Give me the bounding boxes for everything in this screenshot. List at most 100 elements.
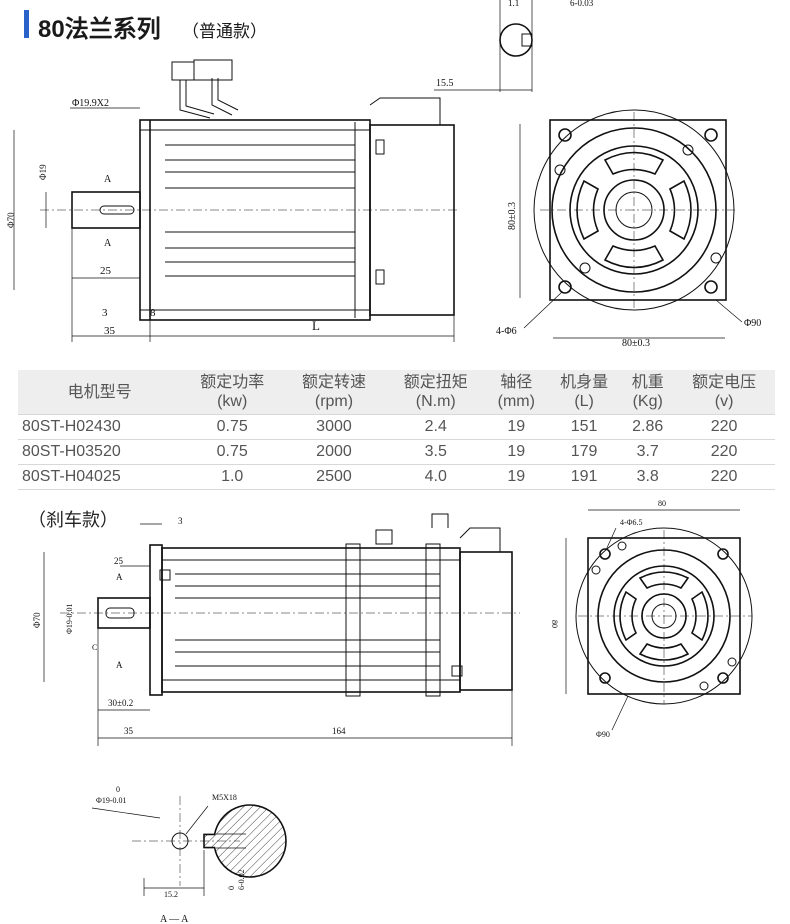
label-holes: 4-Φ6: [496, 326, 517, 337]
vent-slot: [603, 244, 665, 269]
cell-shaft: 19: [486, 439, 546, 465]
cell-model: 80ST-H02430: [18, 414, 182, 440]
brake-mount-hole: [599, 672, 611, 684]
label-square-bottom: 80±0.3: [622, 338, 650, 349]
title-accent-bar: [24, 10, 29, 38]
brake-band: [345, 543, 361, 697]
brake-clip: [159, 569, 171, 581]
mount-hole: [558, 128, 572, 142]
vent-slot: [603, 151, 665, 176]
screw-hole: [579, 262, 591, 274]
label-brake-pilot: Φ70: [32, 612, 42, 628]
cable-leads: [179, 78, 239, 119]
encoder-cap: [369, 97, 441, 125]
brake-mount-hole: [599, 548, 611, 560]
label-pilot-dia: Φ70: [6, 212, 16, 228]
cell-torque: 3.5: [384, 439, 487, 465]
col-torque: 额定扭矩(N.m): [384, 370, 487, 415]
brake-mount-hole: [717, 672, 729, 684]
brake-screw-hole: [591, 565, 601, 575]
cell-shaft: 19: [486, 464, 546, 490]
cell-weight: 2.86: [622, 414, 674, 440]
cell-power: 0.75: [181, 414, 284, 440]
brake-vent-slot: [619, 590, 638, 642]
label-brake-chamfer: C: [92, 643, 97, 652]
label-brake-section-a: A: [116, 660, 123, 670]
leader: [185, 805, 209, 835]
shaft: [71, 191, 141, 229]
label-flange-thk: 3: [102, 307, 108, 319]
label-step: 8: [150, 307, 156, 319]
label-section-caption: A — A: [160, 914, 189, 924]
label-key-w: 1.1: [508, 0, 519, 8]
table-header-row: 电机型号 额定功率(kw) 额定转速(rpm) 额定扭矩(N.m) 轴径(mm)…: [18, 370, 775, 415]
encoder-connector: [193, 59, 233, 81]
leader: [91, 807, 161, 819]
label-square: 80±0.3: [507, 202, 518, 230]
encoder-clip: [375, 139, 385, 155]
label-section-a: A: [104, 238, 112, 249]
brake-section-title: （刹车款）: [28, 510, 118, 530]
cell-torque: 4.0: [384, 464, 487, 490]
cell-length: 179: [545, 439, 623, 465]
screw-hole: [682, 144, 694, 156]
label-section-dia: Φ19-0.01: [96, 796, 127, 805]
page-title: 80法兰系列: [38, 16, 161, 43]
label-brake-shaft: Φ19-0.01: [65, 603, 74, 634]
label-overall: 35: [104, 325, 116, 337]
leader: [523, 291, 563, 329]
cell-torque: 2.4: [384, 414, 487, 440]
label-brake-flange-thk: 3: [178, 516, 183, 526]
page-subtitle: （普通款）: [182, 22, 267, 41]
leader: [605, 527, 617, 551]
col-power: 额定功率(kw): [181, 370, 284, 415]
label-brake-holes: 4-Φ6.5: [620, 518, 643, 527]
brake-encoder: [459, 551, 513, 691]
brake-side-view: 3 25 A A Φ70 Φ19-0.01 C 30±0.2 35 164: [32, 513, 520, 746]
brake-clip: [451, 665, 463, 677]
label-key-w2: 6-0.03: [570, 0, 594, 8]
brake-screw-hole: [617, 541, 627, 551]
brake-encoder-cap: [459, 527, 501, 552]
label-brake-shaft-len: 25: [114, 556, 124, 566]
brake-connector: [431, 513, 449, 528]
brake-screw-hole: [727, 657, 737, 667]
label-brake-overall: 35: [124, 726, 134, 736]
cell-speed: 2500: [283, 464, 385, 490]
col-voltage: 额定电压(v): [673, 370, 775, 415]
col-speed: 额定转速(rpm): [283, 370, 385, 415]
label-pcd: Φ90: [744, 318, 761, 329]
label-section-key-top: 0: [227, 886, 236, 890]
cell-model: 80ST-H03520: [18, 439, 182, 465]
label-brake-pcd: Φ90: [596, 730, 610, 739]
label-section-dia-top: 0: [116, 785, 120, 794]
label-brake-square-side: 80: [550, 620, 559, 628]
cell-weight: 3.7: [622, 439, 674, 465]
cell-shaft: 19: [486, 414, 546, 440]
label-brake-key-len: 30±0.2: [108, 698, 133, 708]
col-length: 机身量(L): [545, 370, 623, 415]
screw-hole: [710, 252, 722, 264]
cell-voltage: 220: [673, 414, 775, 440]
brake-band: [425, 543, 441, 697]
col-weight: 机重(Kg): [622, 370, 674, 415]
label-key-depth: 15.5: [436, 78, 454, 89]
mount-hole: [704, 128, 718, 142]
cell-speed: 2000: [283, 439, 385, 465]
label-section-depth: 15.2: [164, 890, 178, 899]
cell-length: 191: [545, 464, 623, 490]
label-brake-section-a: A: [116, 572, 123, 582]
brake-connector: [375, 529, 393, 545]
label-body-length: L: [312, 318, 320, 333]
mount-hole: [558, 280, 572, 294]
cell-voltage: 220: [673, 439, 775, 465]
cell-power: 1.0: [181, 464, 284, 490]
label-flange-dia: Φ19.9X2: [72, 98, 109, 109]
flange-square: [549, 119, 727, 301]
label-section-key: 6-0.02: [237, 869, 246, 890]
standard-side-view: Φ19.9X2 Φ70 Φ19 A A 25 3 8 35 L 1.1 6-0.…: [6, 0, 594, 342]
standard-end-view: 80±0.3 80±0.3 4-Φ6 Φ90: [496, 109, 761, 349]
encoder-clip: [375, 269, 385, 285]
col-model: 电机型号: [18, 370, 182, 415]
